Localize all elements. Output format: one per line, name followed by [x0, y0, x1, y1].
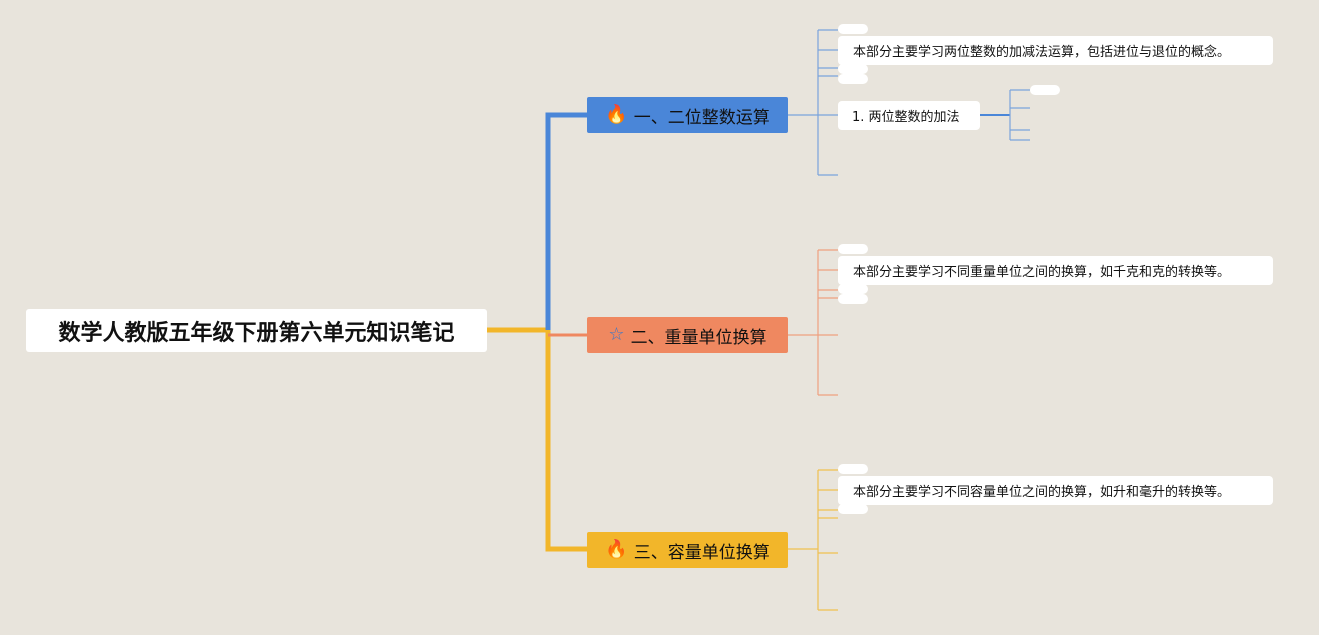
empty-node[interactable] — [1030, 85, 1060, 95]
note-text: 本部分主要学习不同重量单位之间的换算，如千克和克的转换等。 — [853, 265, 1231, 280]
branch-topic-3[interactable]: 🔥 三、容量单位换算 — [587, 532, 788, 568]
fire-icon: 🔥 — [605, 104, 628, 125]
branch-label: 二、重量单位换算 — [630, 327, 767, 348]
root-topic[interactable]: 数学人教版五年级下册第六单元知识笔记 — [26, 309, 487, 352]
subtopic-addition[interactable]: 1. 两位整数的加法 — [838, 101, 980, 130]
empty-node[interactable] — [838, 24, 868, 34]
root-title: 数学人教版五年级下册第六单元知识笔记 — [58, 320, 455, 346]
empty-node[interactable] — [838, 74, 868, 84]
branch-topic-1[interactable]: 🔥 一、二位整数运算 — [587, 97, 788, 133]
empty-node[interactable] — [838, 504, 868, 514]
branch-topic-2[interactable]: ☆ 二、重量单位换算 — [587, 317, 788, 353]
branch-label: 三、容量单位换算 — [633, 542, 770, 563]
note-branch-2[interactable]: 本部分主要学习不同重量单位之间的换算，如千克和克的转换等。 — [838, 256, 1273, 285]
empty-node[interactable] — [838, 284, 868, 294]
empty-node[interactable] — [838, 244, 868, 254]
note-branch-1[interactable]: 本部分主要学习两位整数的加减法运算，包括进位与退位的概念。 — [838, 36, 1273, 65]
note-text: 本部分主要学习不同容量单位之间的换算，如升和毫升的转换等。 — [853, 485, 1231, 500]
empty-node[interactable] — [838, 64, 868, 74]
empty-node[interactable] — [838, 294, 868, 304]
subtopic-label: 1. 两位整数的加法 — [852, 110, 960, 125]
fire-icon: 🔥 — [605, 539, 628, 560]
star-icon: ☆ — [608, 324, 625, 345]
empty-node[interactable] — [838, 464, 868, 474]
note-text: 本部分主要学习两位整数的加减法运算，包括进位与退位的概念。 — [853, 45, 1231, 60]
branch-label: 一、二位整数运算 — [633, 107, 770, 128]
note-branch-3[interactable]: 本部分主要学习不同容量单位之间的换算，如升和毫升的转换等。 — [838, 476, 1273, 505]
